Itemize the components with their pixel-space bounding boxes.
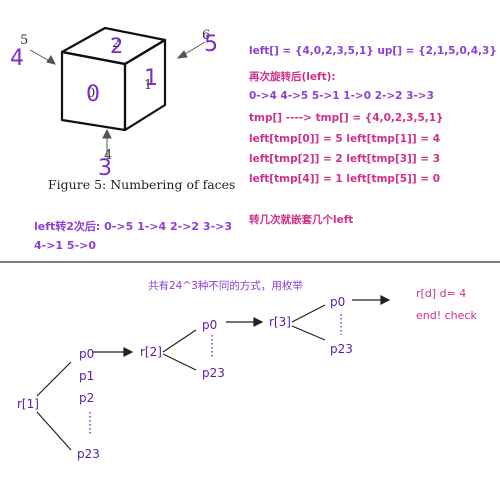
- tree-l1-p1: p1: [79, 369, 95, 383]
- cube-right-face: [123, 38, 167, 132]
- tree-root-r2: r[2]: [140, 345, 162, 359]
- note-rotate-again: 再次旋转后(left):: [249, 71, 336, 83]
- printed-face-back: 6: [202, 28, 211, 43]
- tree-ellipses: [89, 314, 342, 436]
- note-mapping: 0->4 4->5 5->1 1->0 2->2 3->3: [249, 90, 434, 102]
- tree-l1-p23: p23: [77, 447, 100, 461]
- note-tmp: tmp[] ----> tmp[] = {4,0,2,3,5,1}: [249, 112, 444, 124]
- printed-face-front: 0: [87, 86, 96, 101]
- arrow-back-face-head: [176, 50, 188, 59]
- note-left-up-arrays: left[] = {4,0,2,3,5,1} up[] = {2,1,5,0,4…: [249, 45, 497, 57]
- figure-caption: Figure 5: Numbering of faces: [48, 177, 236, 192]
- branch-r2-p23: [162, 353, 197, 371]
- branch-r3-p0: [291, 304, 326, 323]
- arrow-r2-r3-head: [253, 317, 264, 327]
- handwritten-label-top: 2: [110, 34, 124, 58]
- end-check-note: end! check: [416, 309, 477, 322]
- tree-l2-p0: p0: [202, 318, 218, 332]
- branch-r2-p0: [162, 329, 197, 353]
- handwritten-label-front: 0: [86, 82, 100, 107]
- note-left-tmp-4-5: left[tmp[4]] = 1 left[tmp[5]] = 0: [249, 173, 441, 185]
- tree-branches: [36, 295, 391, 451]
- note-left-twice-line1: left转2次后: 0->5 1->4 2->2 3->3: [34, 220, 233, 233]
- handwritten-label-back: 5: [204, 32, 218, 57]
- result-line: r[d] d= 4: [416, 287, 467, 300]
- printed-face-right: 1: [144, 78, 153, 93]
- handwritten-label-bottom: 3: [98, 156, 112, 181]
- tree-root-r3: r[3]: [269, 315, 291, 329]
- branch-r1-p0: [36, 361, 72, 397]
- arrow-r3-result-head: [380, 295, 391, 305]
- note-left-tmp-2-3: left[tmp[2]] = 2 left[tmp[3]] = 3: [249, 153, 441, 165]
- tree-l1-p0: p0: [79, 347, 95, 361]
- printed-face-bottom: 4: [104, 148, 113, 163]
- handwritten-label-left: 4: [10, 46, 24, 71]
- note-left-tmp-0-1: left[tmp[0]] = 5 left[tmp[1]] = 4: [249, 133, 441, 145]
- arrow-r1-r2-head: [123, 347, 134, 357]
- branch-r3-p23: [291, 325, 326, 341]
- tree-root-r1: r[1]: [17, 397, 39, 411]
- printed-face-top: 2: [112, 36, 121, 51]
- arrow-left-face-head: [46, 55, 56, 65]
- note-nesting: 转几次就嵌套几个left: [249, 214, 354, 226]
- tree-l3-p0: p0: [330, 295, 346, 309]
- cube-pointer-arrows: [29, 41, 206, 158]
- arrow-bottom-face-head: [102, 128, 112, 139]
- handwritten-label-right: 1: [144, 66, 158, 91]
- tree-l3-p23: p23: [330, 342, 353, 356]
- branch-r1-p23: [36, 411, 72, 451]
- note-left-twice-line2: 4->1 5->0: [34, 239, 97, 252]
- tree-l2-p23: p23: [202, 366, 225, 380]
- tree-l1-p2: p2: [79, 391, 95, 405]
- cube-drawing: [60, 26, 167, 132]
- printed-face-left: 5: [20, 33, 29, 48]
- enumeration-heading: 共有24^3种不同的方式，用枚举: [148, 280, 303, 292]
